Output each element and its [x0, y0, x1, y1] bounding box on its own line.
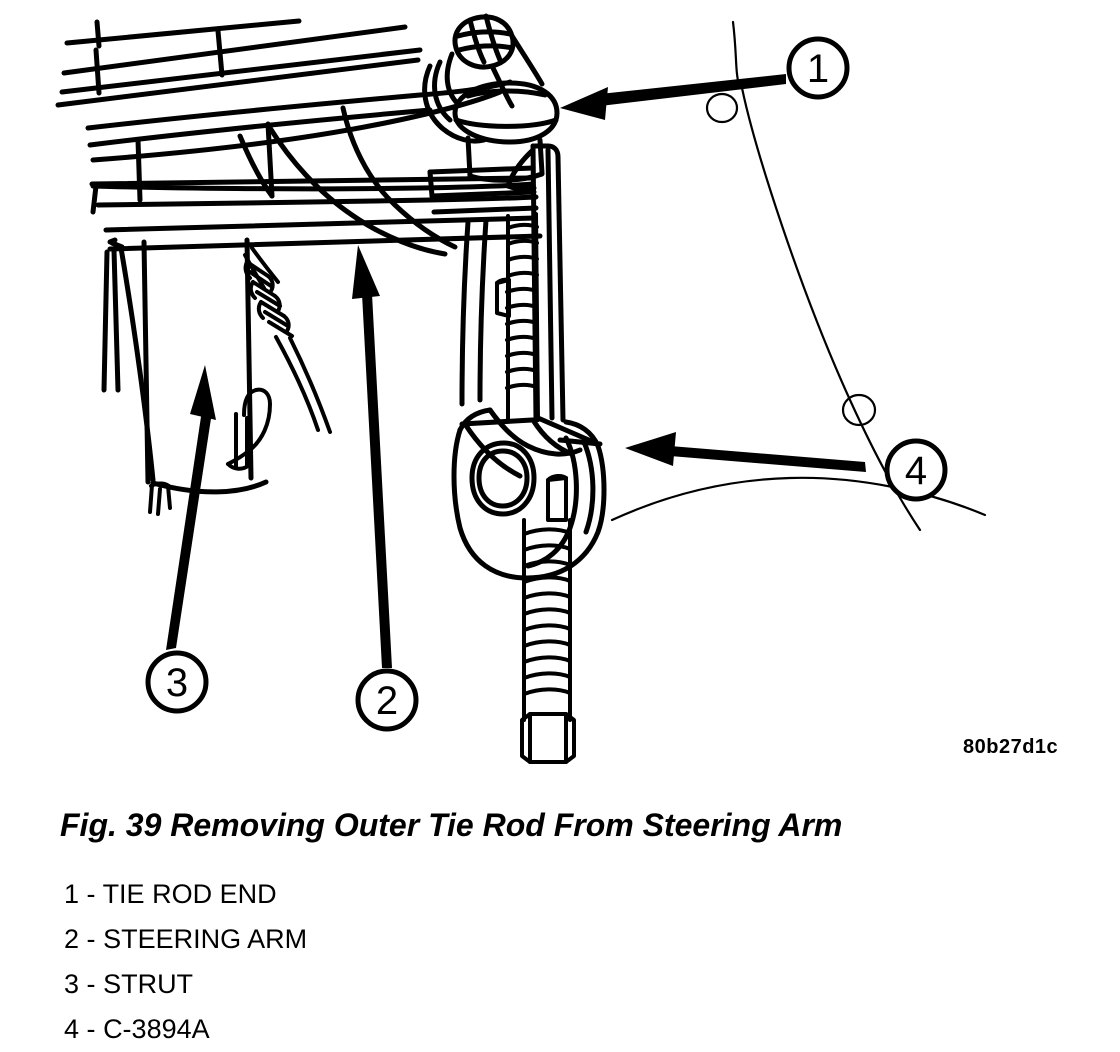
legend-row: 3 - STRUT [64, 962, 664, 1007]
figure-caption: Fig. 39 Removing Outer Tie Rod From Stee… [60, 807, 843, 843]
legend-number: 2 [64, 924, 80, 954]
legend-row: 4 - C-3894A [64, 1007, 664, 1052]
tie-rod-end-assembly [422, 13, 560, 183]
callout-1[interactable]: 1 [786, 36, 850, 100]
legend-label: STEERING ARM [103, 924, 308, 954]
upper-frame-rail [55, 18, 423, 108]
figure-reference-code: 80b27d1c [963, 736, 1059, 758]
legend-number: 1 [64, 879, 80, 909]
callout-4-number: 4 [905, 449, 927, 493]
brake-hose-assembly [226, 246, 332, 471]
arrow-to-puller-tool [625, 432, 866, 472]
callout-3[interactable]: 3 [145, 650, 209, 714]
callout-3-number: 3 [166, 661, 188, 705]
callout-4-circle [884, 438, 948, 502]
callout-2-number: 2 [376, 679, 398, 723]
callout-2[interactable]: 2 [355, 668, 419, 732]
puller-jaw-screw-detail [546, 473, 568, 522]
body-bolt-hole-lower [841, 393, 877, 427]
callout-3-circle [145, 650, 209, 714]
callout-1-circle [786, 36, 850, 100]
puller-upper-screw [495, 212, 540, 422]
body-bolt-hole-upper [705, 92, 739, 124]
legend-number: 3 [64, 969, 80, 999]
callout-4[interactable]: 4 [884, 438, 948, 502]
steering-arm-beam [89, 175, 543, 252]
legend-label: TIE ROD END [102, 879, 277, 909]
puller-lower-screw [520, 518, 576, 764]
puller-left-arm [459, 217, 489, 407]
legend-separator: - [86, 1014, 96, 1044]
callout-2-circle [355, 668, 419, 732]
figure-legend: 1 - TIE ROD END 2 - STEERING ARM 3 - STR… [64, 872, 664, 1052]
puller-crossbar [427, 165, 539, 215]
legend-row: 1 - TIE ROD END [64, 872, 664, 917]
arrow-to-tie-rod-end [560, 74, 786, 120]
strut-bracket-tabs [148, 481, 172, 516]
technical-illustration: 1 2 3 4 [55, 13, 987, 764]
leader-arrows [166, 74, 866, 668]
legend-label: STRUT [103, 969, 194, 999]
legend-separator: - [86, 879, 96, 909]
legend-number: 4 [64, 1014, 80, 1044]
legend-row: 2 - STEERING ARM [64, 917, 664, 962]
legend-separator: - [86, 924, 96, 954]
arrow-to-steering-arm [352, 245, 392, 668]
callout-1-number: 1 [807, 47, 829, 91]
puller-fork-body [451, 407, 607, 581]
legend-separator: - [86, 969, 96, 999]
legend-label: C-3894A [103, 1014, 210, 1044]
arrow-to-strut [166, 365, 216, 650]
